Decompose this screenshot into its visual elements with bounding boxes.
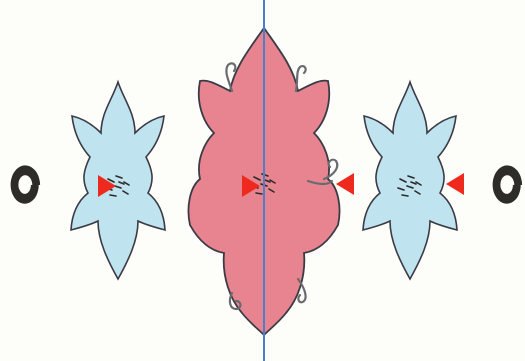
left-spiral-icon <box>12 167 39 203</box>
blue-flower-petals <box>71 82 165 279</box>
blue-flower-petals <box>363 82 457 279</box>
spiral-icon <box>494 167 521 203</box>
right-spiral-icon <box>494 167 521 203</box>
left-blue-flower <box>71 82 165 279</box>
right-blue-flower <box>363 82 457 279</box>
arrow-head <box>446 173 464 195</box>
arrow-head <box>336 173 354 195</box>
arrow-right-spiral-to-right-flower <box>446 173 493 195</box>
spiral-icon <box>12 167 39 203</box>
